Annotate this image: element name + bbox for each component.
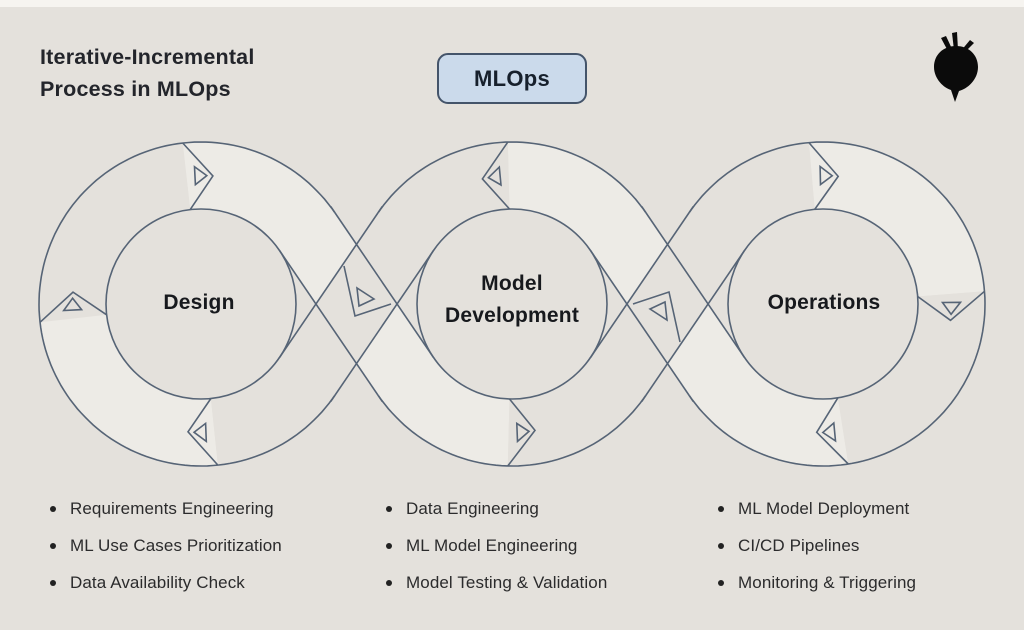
flow-arrow-chevron bbox=[481, 141, 511, 210]
junction-arrow-triangle bbox=[648, 300, 668, 322]
loop-band-segment bbox=[378, 142, 510, 251]
junction-arrow-triangle bbox=[356, 286, 376, 308]
flow-arrow-triangle bbox=[192, 421, 208, 444]
flow-arrow-triangle bbox=[819, 164, 834, 187]
loop-inner-outline bbox=[727, 208, 919, 400]
flow-arrow-chevron bbox=[186, 398, 219, 466]
flow-arrow-chevron bbox=[507, 398, 537, 467]
flow-arrow-chevron bbox=[39, 291, 108, 323]
flow-arrow-chevron bbox=[917, 290, 986, 322]
loop-label-model-line2: Development bbox=[444, 304, 580, 327]
junction-band bbox=[275, 206, 438, 402]
junction-band-edge bbox=[585, 243, 694, 402]
junction-band-edge bbox=[585, 206, 694, 365]
loop-band-segment bbox=[689, 357, 849, 466]
loop-outer-outline bbox=[688, 141, 986, 467]
loop-inner-outline bbox=[105, 208, 297, 400]
loop-band-segment bbox=[507, 357, 646, 466]
flow-arrow-chevron bbox=[815, 397, 849, 465]
beet-icon bbox=[934, 32, 978, 102]
list-item: ML Use Cases Prioritization bbox=[50, 536, 380, 556]
junction-band-edge bbox=[641, 243, 750, 402]
junction-band-edge bbox=[274, 206, 383, 365]
list-item: Requirements Engineering bbox=[50, 499, 380, 519]
list-item: ML Model Deployment bbox=[718, 499, 1024, 519]
page-title-line1: Iterative-Incremental bbox=[40, 45, 255, 69]
loop-band-segment bbox=[378, 357, 510, 466]
junction-band-edge bbox=[641, 206, 750, 365]
list-item: CI/CD Pipelines bbox=[718, 536, 1024, 556]
loop-label-model-development: Model Development bbox=[445, 268, 579, 332]
page-title-line2: Process in MLOps bbox=[40, 77, 231, 101]
junction-arrow-chevron bbox=[343, 265, 392, 318]
loop-outer-outline bbox=[377, 141, 647, 214]
junction-band-edge bbox=[330, 206, 439, 365]
junction-band bbox=[586, 206, 749, 402]
loop-band-segment bbox=[210, 357, 335, 466]
loop-band-segment bbox=[689, 142, 815, 251]
flow-arrow-chevron bbox=[808, 142, 840, 210]
flow-arrow-triangle bbox=[62, 296, 84, 312]
loop-label-model-line1: Model bbox=[481, 272, 543, 295]
page-title: Iterative-Incremental Process in MLOps bbox=[40, 41, 255, 105]
junction-band-edge bbox=[274, 243, 383, 402]
flow-arrow-triangle bbox=[940, 301, 963, 316]
flow-arrow-triangle bbox=[487, 165, 502, 187]
loop-band-segment bbox=[507, 142, 646, 251]
list-item: Data Availability Check bbox=[50, 573, 380, 593]
loop-band-segment bbox=[837, 291, 985, 464]
loop-label-operations: Operations bbox=[767, 291, 881, 314]
list-item: ML Model Engineering bbox=[386, 536, 716, 556]
loop-band-segment bbox=[808, 142, 985, 297]
loop-label-design: Design bbox=[163, 291, 235, 314]
flow-arrow-triangle bbox=[193, 165, 209, 187]
list-item: Monitoring & Triggering bbox=[718, 573, 1024, 593]
loop-band-segment bbox=[39, 143, 191, 323]
design-list: Requirements Engineering ML Use Cases Pri… bbox=[50, 499, 380, 610]
junction-arrow-chevron bbox=[632, 290, 681, 343]
loop-outer-outline bbox=[377, 394, 647, 467]
mlops-badge: MLOps bbox=[437, 53, 587, 104]
loop-inner-outline bbox=[416, 208, 608, 400]
junction-band-edge bbox=[330, 243, 439, 402]
list-item: Model Testing & Validation bbox=[386, 573, 716, 593]
loop-band-segment bbox=[40, 314, 218, 466]
loop-band-segment bbox=[182, 142, 335, 251]
top-strip bbox=[0, 0, 1024, 7]
mlops-badge-label: MLOps bbox=[473, 65, 551, 91]
flow-arrow-triangle bbox=[515, 421, 531, 444]
list-item: Data Engineering bbox=[386, 499, 716, 519]
flow-arrow-chevron bbox=[182, 142, 214, 211]
flow-arrow-triangle bbox=[821, 421, 837, 443]
loop-outer-outline bbox=[38, 141, 336, 467]
